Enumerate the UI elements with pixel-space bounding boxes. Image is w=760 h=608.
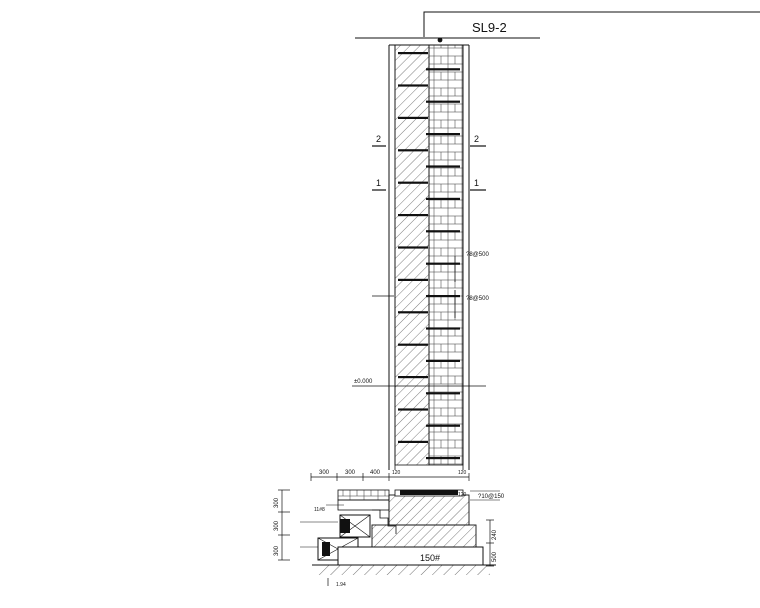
elevation-marker: ±0.000 xyxy=(352,379,486,387)
tie-bar xyxy=(426,133,460,136)
dim-right-2: 500 xyxy=(492,551,498,562)
tie-bar xyxy=(398,278,428,281)
dim-top-2: 300 xyxy=(345,470,356,476)
title-tag: SL9-2 xyxy=(423,11,760,37)
tie-bar xyxy=(426,424,460,427)
tie-bar xyxy=(398,440,428,443)
tie-bar xyxy=(398,214,428,217)
tie-bar xyxy=(398,84,428,87)
left-dimensions: 300 300 300 xyxy=(274,489,290,561)
tie-bar xyxy=(426,197,460,200)
wall-body xyxy=(388,44,470,470)
footing-rebar-label: ?10@150 xyxy=(478,494,505,500)
footing-block xyxy=(388,494,470,526)
ground-note: 1.94 xyxy=(327,578,346,588)
dim-top-3: 400 xyxy=(370,470,381,476)
dim-left-1: 300 xyxy=(274,497,280,508)
section-2-right: 2 xyxy=(474,134,479,144)
wall-brick-layer xyxy=(428,44,464,466)
dim-wall-right: 120 xyxy=(458,470,467,476)
left-callouts: 11#8 xyxy=(300,504,344,548)
elevation-label: ±0.000 xyxy=(354,379,373,385)
dim-top-1: 300 xyxy=(319,470,330,476)
concrete-pad-label: 150# xyxy=(420,553,440,563)
top-dimensions: 300 300 400 120 120 xyxy=(310,470,470,481)
rebar-callout-upper: ?8@500 xyxy=(454,252,489,282)
tie-bar xyxy=(398,181,428,184)
tie-bar xyxy=(426,295,460,298)
section-mark-2: 2 2 xyxy=(372,134,486,147)
left-note-3: 11#8 xyxy=(314,507,325,513)
concrete-pad xyxy=(337,546,484,566)
tie-bar xyxy=(426,327,460,330)
tie-rebar-group xyxy=(398,52,460,460)
footing-base xyxy=(371,524,477,548)
ground-fill xyxy=(318,565,490,575)
footing-callouts: ?10@150 120 xyxy=(458,490,505,501)
right-dimensions: 240 500 xyxy=(486,519,498,567)
tie-bar xyxy=(426,100,460,103)
tie-bar xyxy=(426,68,460,71)
rebar-lower-label: ?8@500 xyxy=(466,296,489,302)
footing: 150# xyxy=(312,489,496,575)
dim-left-3: 300 xyxy=(274,545,280,556)
tie-bar xyxy=(398,52,428,55)
tie-bar xyxy=(426,359,460,362)
tie-bar xyxy=(398,246,428,249)
ground-label: 1.94 xyxy=(336,582,346,588)
tie-bar xyxy=(426,457,460,460)
drawing-title: SL9-2 xyxy=(472,20,507,35)
tie-bar xyxy=(426,392,460,395)
top-grade-line xyxy=(355,37,540,43)
rebar-upper-label: ?8@500 xyxy=(466,252,489,258)
tie-bar xyxy=(398,311,428,314)
dim-right-1: 240 xyxy=(492,529,498,540)
section-2-left: 2 xyxy=(376,134,381,144)
section-1-right: 1 xyxy=(474,178,479,188)
rebar-callout-lower: ?8@500 xyxy=(454,290,489,318)
tie-bar xyxy=(426,165,460,168)
wall-concrete-layer xyxy=(394,44,430,466)
section-1-left: 1 xyxy=(376,178,381,188)
tie-bar xyxy=(426,230,460,233)
tie-bar xyxy=(398,376,428,379)
section-mark-1: 1 1 xyxy=(372,178,486,191)
dim-wall-left: 120 xyxy=(392,470,401,476)
tie-bar xyxy=(426,262,460,265)
tie-bar xyxy=(398,116,428,119)
tie-bar xyxy=(398,149,428,152)
tie-bar xyxy=(398,408,428,411)
footing-dim: 120 xyxy=(458,492,467,498)
dim-left-2: 300 xyxy=(274,520,280,531)
tie-bar xyxy=(398,343,428,346)
